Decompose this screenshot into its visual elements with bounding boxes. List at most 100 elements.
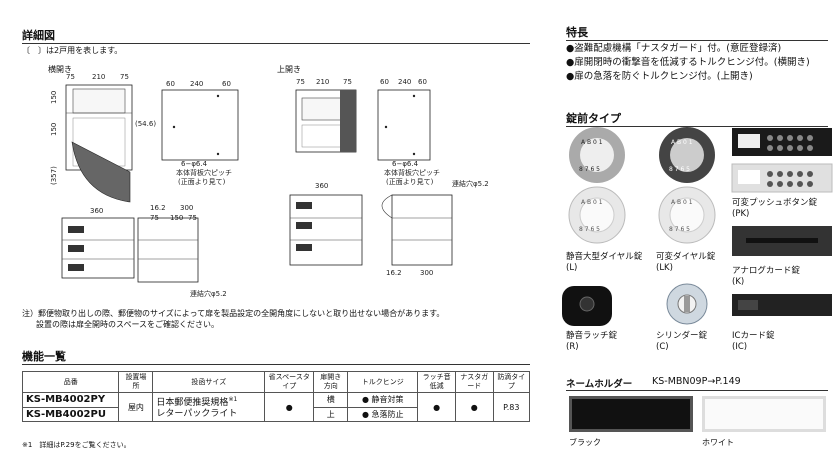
dim-546: (54.6) bbox=[135, 120, 156, 128]
pushbutton-white-image bbox=[731, 163, 833, 193]
dim-60b: 60 bbox=[222, 80, 231, 88]
pitch-caption-2b: (正面より見て) bbox=[386, 178, 434, 186]
feature-item: ●扉開閉時の衝撃音を低減するトルクヒンジ付。(横開き) bbox=[566, 57, 810, 68]
lock-name: 可変プッシュボタン錠 bbox=[732, 198, 818, 208]
lock-LK: 可変ダイヤル錠(LK) bbox=[656, 252, 715, 274]
th-space: 省スペースタイプ bbox=[264, 371, 315, 393]
lock-code: (K) bbox=[732, 277, 745, 287]
dim-150b: 150 bbox=[50, 123, 58, 136]
dim-75e: 75 bbox=[296, 78, 305, 86]
nasta-dot: ● bbox=[454, 392, 494, 422]
lock-code: (LK) bbox=[656, 263, 673, 273]
th-nasta: ナスタガード bbox=[454, 371, 494, 393]
detail-title: 詳細図 bbox=[22, 29, 55, 42]
dial-large-gray-image: A B 0 18 7 6 5 bbox=[569, 127, 625, 183]
lock-PK: 可変プッシュボタン錠(PK) bbox=[732, 198, 817, 220]
th-torque: トルクヒンジ bbox=[347, 371, 419, 393]
lock-IC: ICカード錠(IC) bbox=[732, 331, 774, 353]
side-open-stack-view: 360 16.2 300 75 150 75 連結穴φ5.2 bbox=[61, 204, 227, 298]
latch-dot: ● bbox=[417, 392, 456, 422]
dim-210b: 210 bbox=[316, 78, 329, 86]
dim-150c: 150 bbox=[170, 214, 183, 222]
feature-item: ●盗難配慮機構「ナスタガード」付。(意匠登録済) bbox=[566, 43, 782, 54]
drip-cell: P.83 bbox=[492, 392, 531, 422]
nameholder-black-label: ブラック bbox=[569, 438, 601, 447]
direction-cell: 上 bbox=[313, 406, 349, 422]
side-open-back-view: 60 240 60 6−φ6.4 本体背板穴ピッチ (正面より見て) bbox=[161, 80, 239, 186]
function-rule bbox=[22, 364, 530, 365]
connect-hole-left: 連結穴φ5.2 bbox=[190, 289, 227, 298]
th-direction: 扉開き方向 bbox=[313, 371, 349, 393]
lock-name: 静音大型ダイヤル錠 bbox=[566, 252, 643, 262]
size-line-2: レターパックライト bbox=[156, 409, 238, 419]
dim-60d: 60 bbox=[418, 78, 427, 86]
detail-rule bbox=[22, 43, 530, 44]
dial-variable-dark-image: A B 0 1 8 7 6 5 bbox=[659, 127, 715, 183]
torque-label: 静音対策 bbox=[371, 395, 404, 405]
table-row: KS-MB4002PU 上 ● 急落防止 bbox=[21, 406, 530, 422]
dim-360b: 360 bbox=[315, 182, 328, 190]
side-open-front-view: 75 210 75 (54.6) 150 150 (357) bbox=[50, 73, 156, 203]
th-place: 設置場所 bbox=[118, 371, 154, 393]
pitch-label-b: 6−φ6.4 bbox=[392, 160, 419, 168]
pitch-caption-1b: 本体背板穴ピッチ bbox=[384, 168, 440, 177]
svg-text:8 7 6 5: 8 7 6 5 bbox=[669, 226, 690, 233]
th-drip: 防滴タイプ bbox=[492, 371, 531, 393]
pitch-label: 6−φ6.4 bbox=[181, 160, 208, 168]
lock-C: シリンダー錠(C) bbox=[656, 331, 707, 353]
function-title: 機能一覧 bbox=[22, 350, 66, 363]
function-header-row: 品番 設置場所 投函サイズ 省スペースタイプ 扉開き方向 トルクヒンジ ラッチ音… bbox=[21, 371, 531, 393]
lock-name: アナログカード錠 bbox=[732, 266, 800, 276]
function-note: ※1 詳細はP.29をご覧ください。 bbox=[22, 441, 131, 449]
connect-hole-right: 連結穴φ5.2 bbox=[452, 179, 489, 188]
lock-name: 静音ラッチ錠 bbox=[566, 331, 618, 341]
dial-large-white-image: A B 0 1 8 7 6 5 bbox=[568, 186, 626, 244]
th-model: 品番 bbox=[21, 371, 120, 393]
lock-code: (IC) bbox=[732, 342, 748, 352]
svg-text:8 7 6 5: 8 7 6 5 bbox=[579, 166, 600, 173]
torque-dot: ● bbox=[361, 395, 369, 405]
locks-title: 錠前タイプ bbox=[566, 112, 621, 125]
features-rule bbox=[566, 40, 828, 41]
top-open-label: 上開き bbox=[277, 65, 301, 74]
features-title: 特長 bbox=[566, 26, 588, 39]
nameholder-ref: KS-MBN09P→P.149 bbox=[652, 376, 741, 387]
lock-code: (R) bbox=[566, 342, 579, 352]
nameholder-white-label: ホワイト bbox=[702, 438, 734, 447]
direction-cell: 横 bbox=[313, 392, 349, 408]
lock-name: 可変ダイヤル錠 bbox=[656, 252, 716, 262]
torque-cell: ● 静音対策 bbox=[347, 392, 419, 408]
dim-240: 240 bbox=[190, 80, 203, 88]
dim-240b: 240 bbox=[398, 78, 411, 86]
svg-text:8 7 6 5: 8 7 6 5 bbox=[669, 166, 690, 173]
torque-label: 急落防止 bbox=[371, 409, 404, 419]
nameholder-white-image bbox=[702, 396, 826, 432]
dim-300: 300 bbox=[180, 204, 193, 212]
lock-name: ICカード錠 bbox=[732, 331, 775, 341]
space-dot: ● bbox=[264, 392, 315, 422]
ic-card-image bbox=[732, 294, 832, 316]
dim-162b: 16.2 bbox=[386, 269, 402, 277]
pitch-caption-1: 本体背板穴ピッチ bbox=[176, 168, 232, 177]
svg-text:8 7 6 5: 8 7 6 5 bbox=[579, 226, 600, 233]
detail-footnote-2: 設置の際は扉全開時のスペースをご確認ください。 bbox=[36, 320, 220, 329]
svg-text:A B 0 1: A B 0 1 bbox=[671, 139, 693, 146]
nameholder-rule bbox=[566, 390, 828, 391]
top-open-back-view: 60 240 60 6−φ6.4 本体背板穴ピッチ (正面より見て) bbox=[377, 78, 440, 186]
dim-75b: 75 bbox=[120, 73, 129, 81]
features-list: ●盗難配慮機構「ナスタガード」付。(意匠登録済) ●扉開閉時の衝撃音を低減するト… bbox=[566, 42, 836, 84]
th-size: 投函サイズ bbox=[152, 371, 266, 393]
lock-code: (L) bbox=[566, 263, 578, 273]
analog-card-image bbox=[732, 226, 832, 256]
dim-210: 210 bbox=[92, 73, 105, 81]
detail-drawings: 75 210 75 (54.6) 150 150 (357) 60 240 60… bbox=[50, 73, 489, 298]
dim-60: 60 bbox=[166, 80, 175, 88]
size-line-1: 日本郵便推奨規格 bbox=[156, 398, 229, 408]
dim-360: 360 bbox=[90, 207, 103, 215]
dim-162: 16.2 bbox=[150, 204, 166, 212]
svg-text:A B 0 1: A B 0 1 bbox=[581, 199, 603, 206]
dim-60c: 60 bbox=[380, 78, 389, 86]
th-latch: ラッチ音低減 bbox=[417, 371, 456, 393]
dim-300b: 300 bbox=[420, 269, 433, 277]
